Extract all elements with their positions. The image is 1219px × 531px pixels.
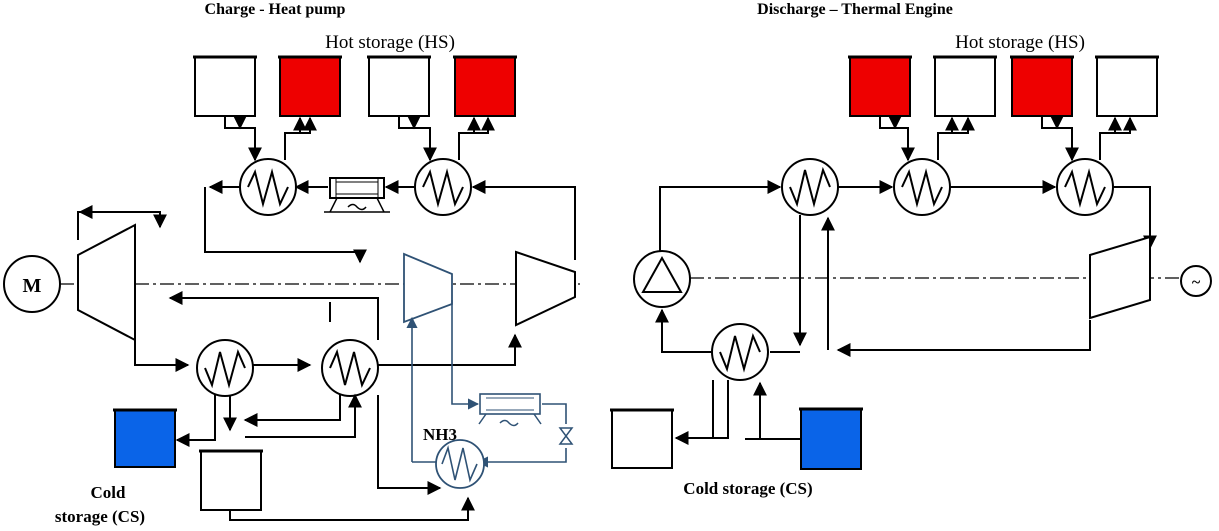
nh3-air-cooler [479, 393, 541, 415]
hot-storage-tanks-right [848, 55, 1159, 117]
tank-pipes-right [879, 115, 1137, 162]
cold-storage-label-left-line2: storage (CS) [55, 507, 145, 526]
cold-storage-tanks-left [113, 408, 263, 511]
cold-storage-label-left-line1: Cold [91, 483, 127, 502]
hot-storage-label-left: Hot storage (HS) [325, 32, 455, 53]
top-loop-lines-right [659, 180, 1157, 357]
hs-tank-cold-4 [1096, 56, 1158, 117]
hx-top-right-2 [893, 158, 951, 216]
motor-label: M [23, 275, 42, 297]
compressor-left [77, 223, 136, 342]
hx-top-left-2 [414, 158, 472, 216]
turbine-right [1089, 235, 1151, 320]
cold-storage-tanks-right [610, 407, 863, 470]
hx-bottom-right [711, 323, 769, 381]
hx-top-right-3 [1056, 158, 1114, 216]
nh3-label: NH3 [423, 425, 457, 444]
motor: M [3, 255, 61, 313]
cold-storage-pipes-left [175, 393, 475, 521]
hs-tank-hot-2 [454, 56, 516, 117]
top-loop-lines-left [204, 180, 576, 264]
hs-tank-hot-4 [1011, 56, 1073, 117]
hs-tank-cold-2 [368, 56, 430, 117]
cs-tank-cold-left [114, 409, 176, 468]
cs-tank-warm-right [611, 409, 673, 469]
hx-mid-left-1 [196, 339, 254, 397]
hx-top-right-1 [781, 158, 839, 216]
hs-tank-cold-3 [934, 56, 996, 117]
air-cooler-top [324, 177, 390, 213]
charge-title: Charge - Heat pump [205, 1, 346, 18]
expander-left [515, 250, 576, 327]
cold-storage-pipes-right [674, 380, 801, 445]
hx-mid-left-2 [321, 339, 379, 397]
hs-tank-hot-3 [849, 56, 911, 117]
hot-storage-label-right: Hot storage (HS) [955, 32, 1085, 53]
tank-pipes-left [224, 115, 495, 162]
compressor-loop-lines [77, 205, 522, 372]
hs-tank-cold-1 [194, 56, 256, 117]
bottom-loop-lines-right [655, 308, 800, 353]
hot-storage-tanks-left [193, 55, 517, 117]
cs-tank-warm-left [200, 450, 262, 511]
discharge-title: Discharge – Thermal Engine [757, 1, 953, 18]
generator-label: ~ [1192, 274, 1201, 291]
cold-storage-label-right: Cold storage (CS) [683, 479, 812, 498]
nh3-turbine [403, 252, 453, 324]
nh3-circuit: NH3 [406, 300, 574, 489]
nh3-valve [558, 427, 574, 445]
cs-tank-cold-right [800, 408, 862, 470]
pump [633, 250, 691, 308]
generator: ~ [1180, 265, 1212, 297]
hx-top-left-1 [239, 158, 297, 216]
hs-tank-hot-1 [279, 56, 341, 117]
